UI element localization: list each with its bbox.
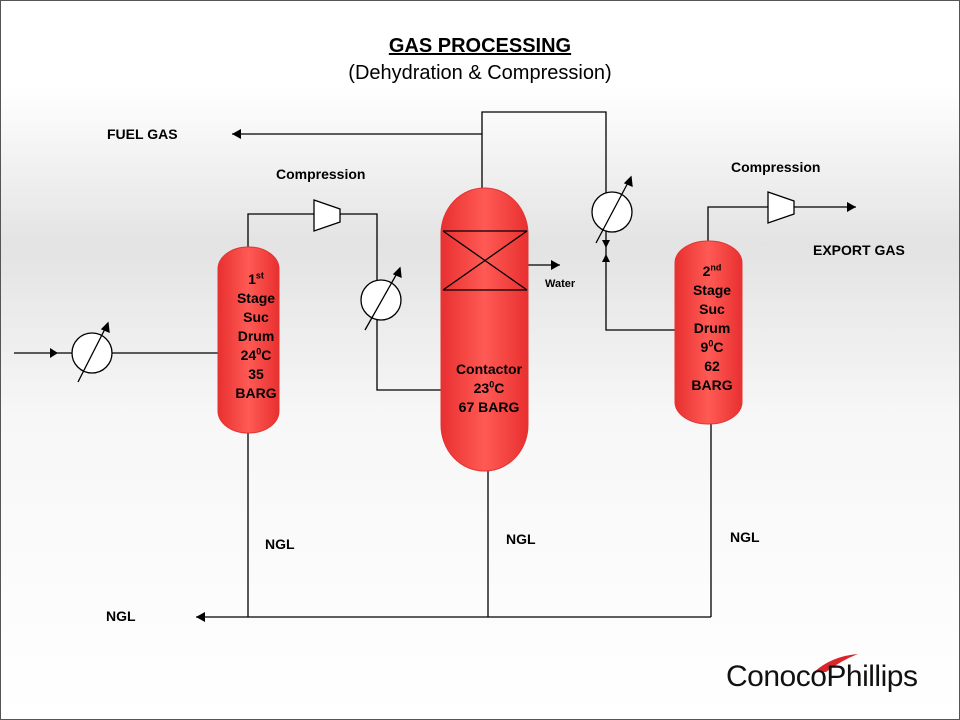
fuel-gas-label: FUEL GAS	[107, 126, 178, 142]
logo-swoosh-icon	[814, 654, 858, 672]
drum-2-vessel	[674, 240, 743, 425]
contactor-label: Contactor 230C 67 BARG	[455, 361, 523, 415]
compressor-1	[313, 199, 341, 232]
diagram-title: GAS PROCESSING	[388, 35, 572, 57]
drum-1-vessel	[217, 246, 280, 434]
water-label: Water	[545, 278, 576, 290]
drum2-ngl-label: NGL	[730, 529, 760, 545]
feed-arrow	[50, 348, 58, 358]
water-arrow	[551, 260, 560, 270]
down-arrow-a	[602, 240, 610, 248]
interstage-heat-exchanger	[360, 266, 402, 331]
diagram-subtitle: (Dehydration & Compression)	[348, 62, 612, 84]
drum-2-label: 2nd Stage Suc Drum 90C 62 BARG	[691, 262, 733, 393]
contactor-vessel	[440, 187, 529, 472]
piping	[14, 111, 856, 618]
compression-2-label: Compression	[731, 159, 821, 175]
drum2-overhead-line	[707, 206, 768, 244]
ngl-arrow	[196, 612, 205, 622]
export-gas-label: EXPORT GAS	[813, 242, 905, 258]
flow-arrows	[50, 129, 856, 622]
up-arrow-b	[602, 254, 610, 262]
drum1-ngl-label: NGL	[265, 536, 295, 552]
heat-exchangers	[71, 175, 633, 383]
drum1-overhead-line	[247, 213, 314, 253]
contactor-overhead-line	[481, 111, 675, 331]
fuel-gas-arrow	[232, 129, 241, 139]
export-gas-arrow	[847, 202, 856, 212]
drum-1-label: 1st Stage Suc Drum 240C 35 BARG	[235, 270, 277, 401]
overhead-heat-exchanger	[591, 175, 633, 244]
contactor-packing	[442, 230, 528, 291]
compressor-2	[767, 191, 795, 224]
vessels	[217, 187, 743, 472]
compressors	[313, 191, 795, 232]
ngl-outlet-label: NGL	[106, 608, 136, 624]
company-logo: ConocoPhillips	[726, 660, 918, 693]
feed-heat-exchanger	[71, 321, 113, 383]
contactor-ngl-label: NGL	[506, 531, 536, 547]
compression-1-label: Compression	[276, 166, 366, 182]
